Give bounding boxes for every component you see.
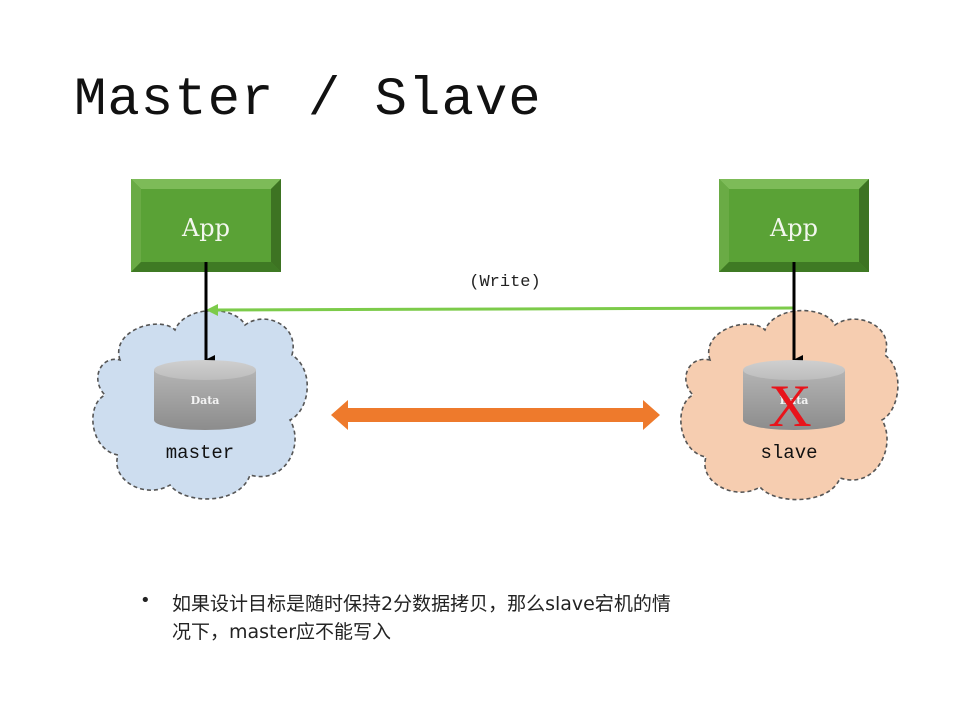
replication-arrow [331,400,660,430]
slave-label: slave [760,442,817,464]
failed-x-icon: X [768,373,811,439]
right-app-label: App [769,214,818,242]
bullet-line: 况下，master应不能写入 [172,621,392,643]
write-arrow [206,304,794,316]
right-app-box[interactable]: App [719,179,869,272]
master-db-label: Data [191,394,220,407]
master-label: master [166,442,234,464]
slave-db-label: Data [780,394,809,407]
write-label: (Write) [469,273,540,292]
slide-title: Master / Slave [74,70,542,131]
left-app-label: App [181,214,230,242]
bullet-dot-icon: • [140,590,151,611]
master-database-icon: Data [154,360,256,430]
bullet-text: 如果设计目标是随时保持2分数据拷贝，那么slave宕机的情 况下，master应… [172,590,812,646]
slave-database-icon: Data [743,360,845,430]
bullet-line: 如果设计目标是随时保持2分数据拷贝，那么slave宕机的情 [172,593,671,615]
left-app-box[interactable]: App [131,179,281,272]
